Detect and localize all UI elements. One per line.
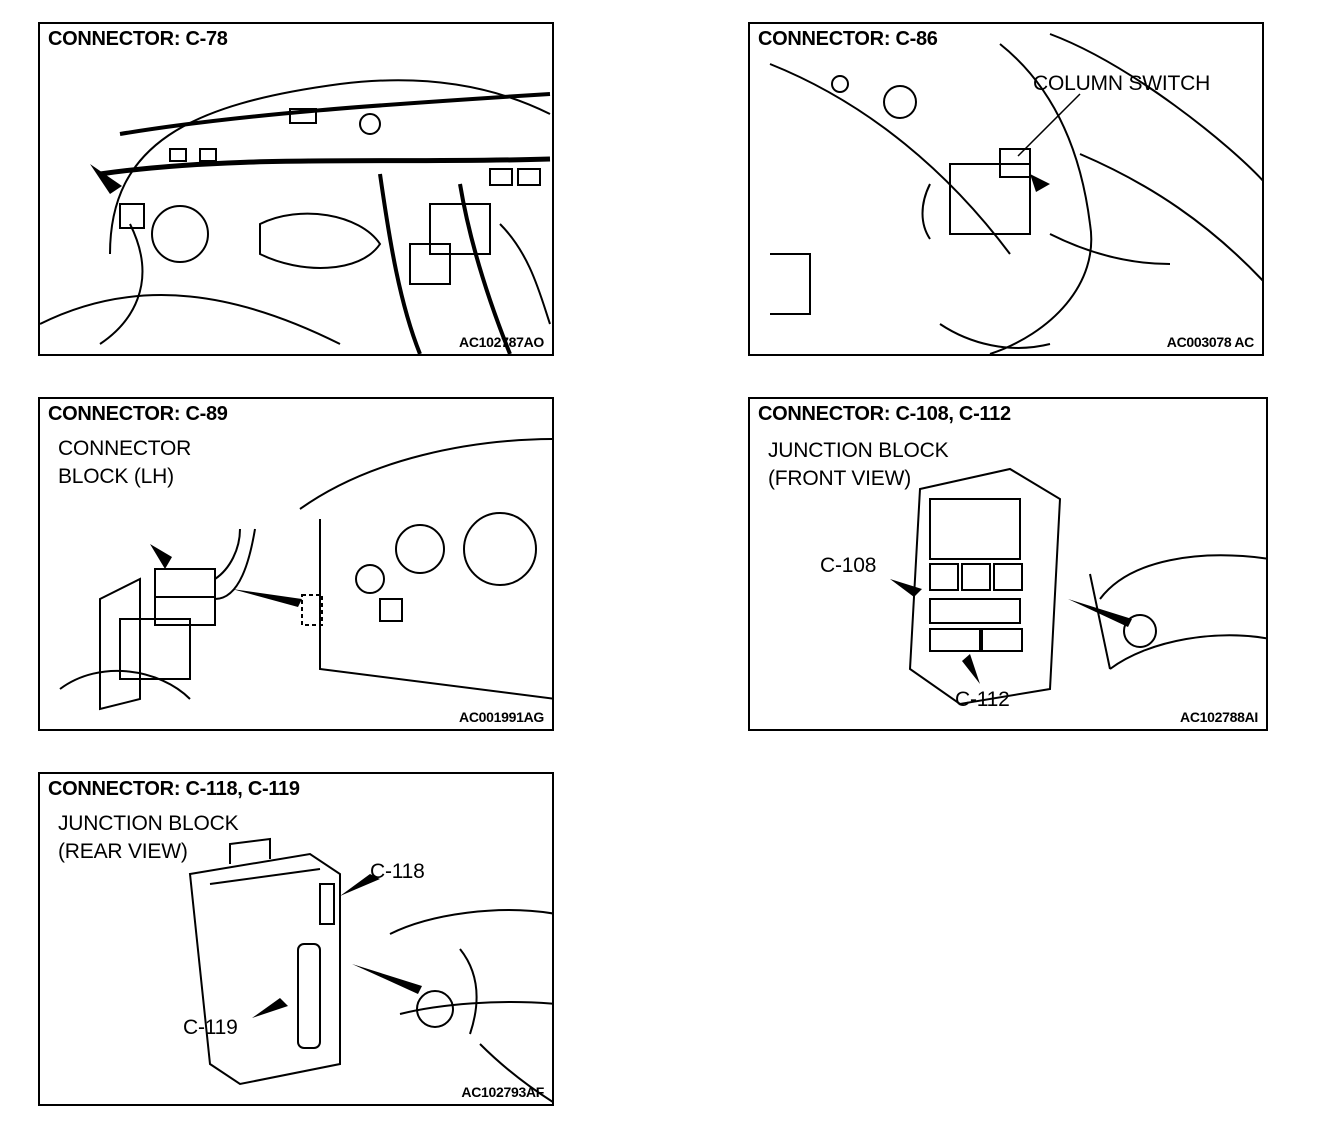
arrow-icon (340, 874, 380, 896)
figure-code: AC003078 AC (1166, 334, 1255, 350)
c108-label: C-108 (820, 554, 877, 577)
dashboard-harness-illustration (40, 79, 551, 354)
steering-column-illustration (769, 33, 1262, 354)
figure-code: AC102793AF (461, 1084, 544, 1100)
figure-code: AC102788AI (1180, 709, 1258, 725)
panel-title: CONNECTOR: C-118, C-119 (48, 778, 300, 800)
arrow-icon (150, 544, 172, 569)
arrow-icon (1030, 174, 1050, 192)
connector-c89-panel: CONNECTOR: C-89 CONNECTOR BLOCK (LH) AC0… (38, 397, 554, 731)
leader-line (1017, 93, 1081, 157)
panel-title: CONNECTOR: C-108, C-112 (758, 403, 1011, 425)
connector-c118-c119-panel: CONNECTOR: C-118, C-119 JUNCTION BLOCK (… (38, 772, 554, 1106)
c119-label: C-119 (183, 1016, 238, 1039)
arrow-icon (890, 579, 922, 597)
junction-block-front-illustration (890, 467, 1266, 706)
connector-block-label-line1: CONNECTOR (58, 437, 192, 460)
connector-c108-c112-panel: CONNECTOR: C-108, C-112 JUNCTION BLOCK (… (748, 397, 1268, 731)
junction-block-label-line1: JUNCTION BLOCK (58, 812, 239, 835)
column-switch-label: COLUMN SWITCH (1033, 72, 1211, 95)
arrow-icon (252, 998, 288, 1018)
c118-label: C-118 (370, 860, 425, 883)
junction-block-label-line2: (FRONT VIEW) (768, 467, 912, 490)
figure-code: AC102787AO (459, 334, 544, 350)
panel-title: CONNECTOR: C-89 (48, 403, 228, 425)
connector-c78-panel: CONNECTOR: C-78 AC102787AO (38, 22, 554, 356)
figure-code: AC001991AG (459, 709, 544, 725)
c112-label: C-112 (955, 688, 1010, 711)
panel-title: CONNECTOR: C-86 (758, 28, 938, 50)
connector-block-illustration (59, 438, 552, 711)
arrow-icon (90, 164, 122, 194)
junction-block-label-line1: JUNCTION BLOCK (768, 439, 949, 462)
arrow-icon (962, 654, 980, 684)
pointer-wedge (232, 589, 302, 607)
junction-block-rear-illustration (188, 837, 552, 1103)
junction-block-label-line2: (REAR VIEW) (58, 840, 188, 863)
pointer-wedge (352, 964, 422, 994)
pointer-wedge (1068, 599, 1132, 627)
connector-c86-panel: CONNECTOR: C-86 COLUMN SWITCH AC003078 A… (748, 22, 1264, 356)
panel-title: CONNECTOR: C-78 (48, 28, 228, 50)
connector-block-label-line2: BLOCK (LH) (58, 465, 174, 488)
